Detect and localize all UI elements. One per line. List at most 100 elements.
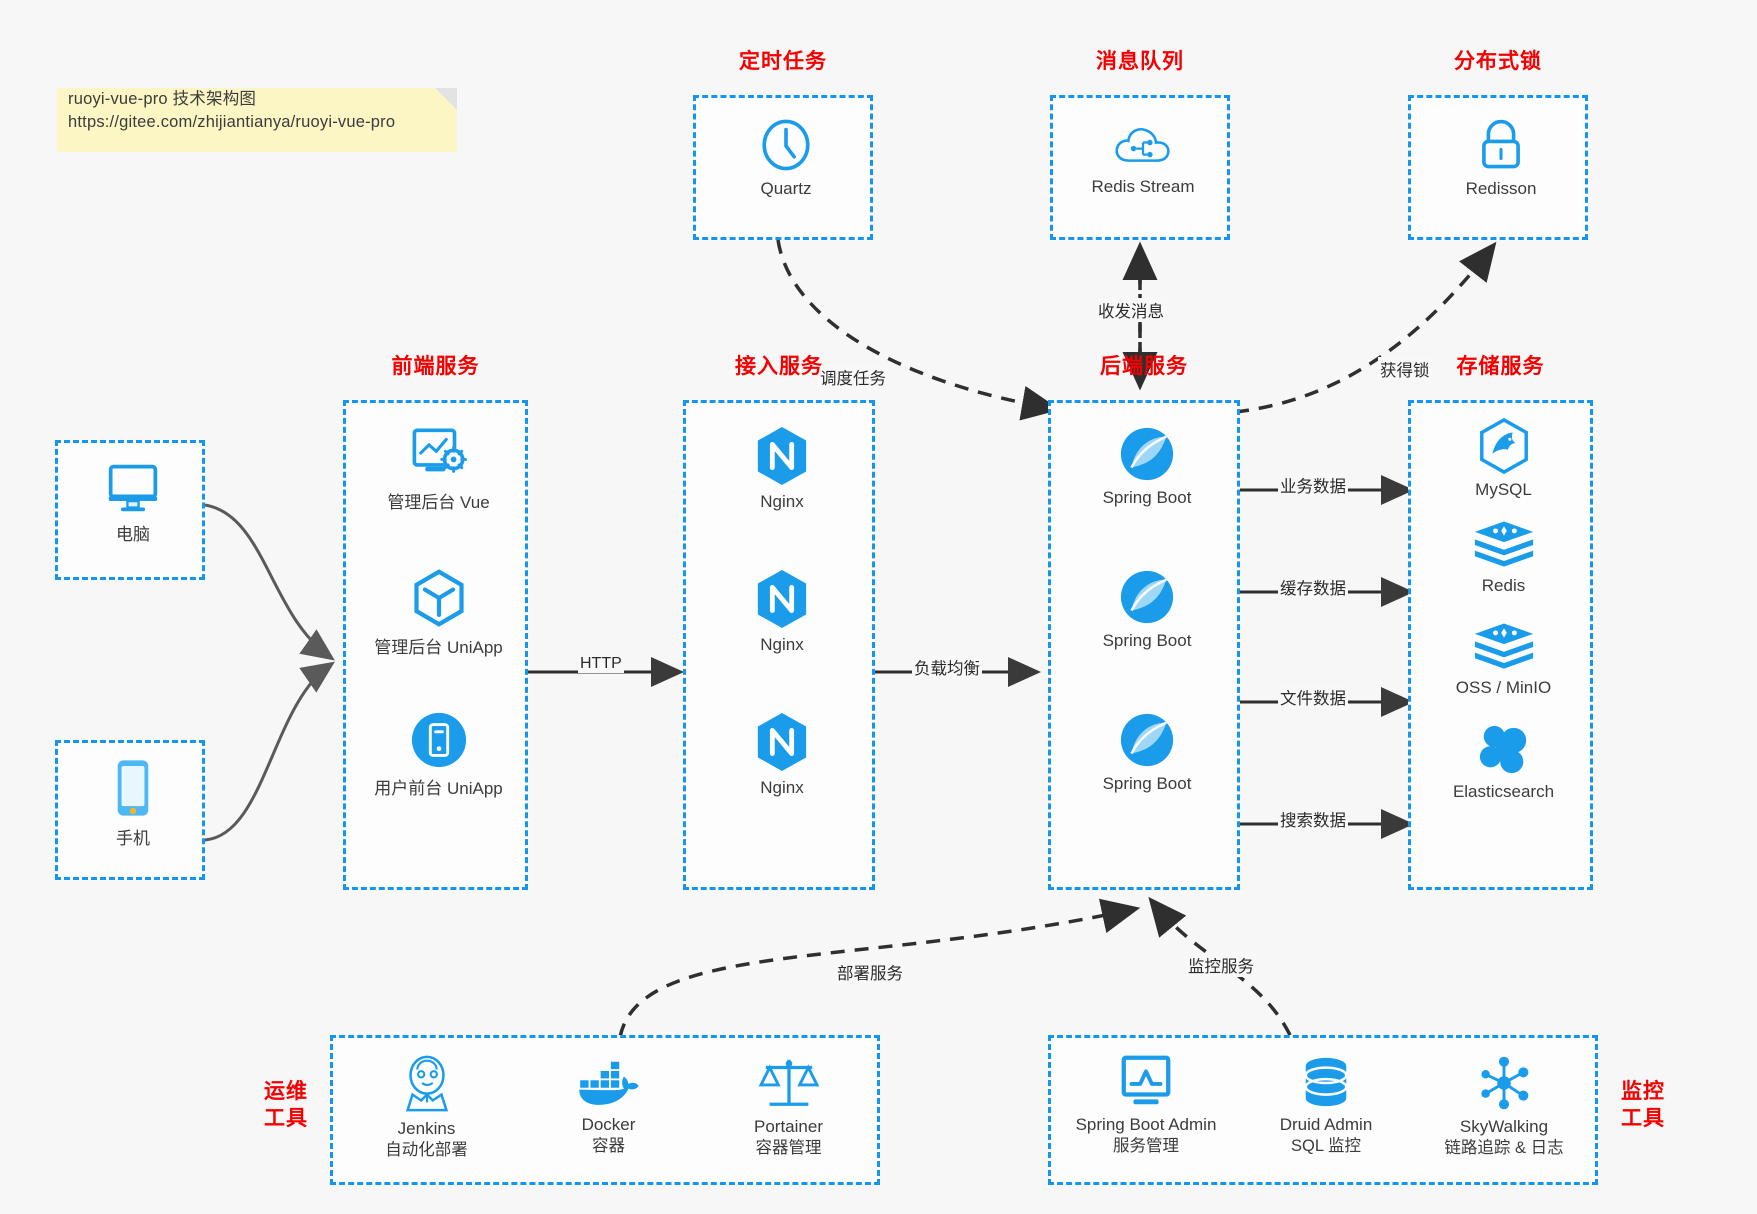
node-sublabel: SQL 监控 — [1291, 1137, 1361, 1155]
node-sublabel: 链路追踪 & 日志 — [1444, 1139, 1564, 1157]
group-header-gateway: 接入服务 — [735, 355, 823, 378]
node-spring-boot-2[interactable]: Spring Boot — [1051, 568, 1243, 651]
node-quartz[interactable]: Quartz — [696, 116, 876, 199]
node-nginx-3[interactable]: Nginx — [686, 711, 878, 798]
node-label: Docker — [581, 1115, 636, 1134]
desktop-icon — [108, 464, 158, 512]
node-redisson[interactable]: Redisson — [1411, 116, 1591, 199]
node-label: Redis — [1481, 576, 1526, 595]
group-header-devops: 运维 工具 — [255, 1078, 317, 1132]
diagram-note: ruoyi-vue-pro 技术架构图 https://gitee.com/zh… — [57, 88, 457, 152]
node-desktop[interactable]: 电脑 — [58, 461, 208, 545]
group-header-distributed-lock: 分布式锁 — [1454, 50, 1542, 73]
node-sublabel: 服务管理 — [1113, 1137, 1179, 1155]
group-header-message-queue: 消息队列 — [1096, 50, 1184, 73]
group-box-monitoring[interactable]: Spring Boot Admin 服务管理 Druid Admin SQL 监… — [1048, 1035, 1598, 1185]
group-box-backend[interactable]: Spring Boot Spring Boot Spring Boot — [1048, 400, 1240, 890]
scales-icon — [758, 1059, 819, 1106]
node-label: 手机 — [116, 829, 150, 848]
nginx-icon — [757, 570, 807, 628]
node-label: 管理后台 UniApp — [374, 638, 503, 657]
edge-label-search-data: 搜索数据 — [1278, 807, 1348, 831]
node-label: Spring Boot — [1102, 774, 1192, 793]
redis-icon — [1474, 521, 1533, 567]
group-box-client-mobile[interactable]: 手机 — [55, 740, 205, 880]
node-spring-boot-1[interactable]: Spring Boot — [1051, 425, 1243, 508]
mobile-icon — [117, 760, 149, 816]
node-user-uniapp[interactable]: 用户前台 UniApp — [346, 711, 531, 799]
group-box-message-queue[interactable]: Redis Stream — [1050, 95, 1230, 240]
node-skywalking[interactable]: SkyWalking 链路追踪 & 日志 — [1409, 1054, 1599, 1159]
group-box-scheduler[interactable]: Quartz — [693, 95, 873, 240]
group-header-monitoring-line2: 工具 — [1621, 1107, 1665, 1130]
node-portainer[interactable]: Portainer 容器管理 — [701, 1054, 876, 1159]
node-oss-minio[interactable]: OSS / MinIO — [1411, 621, 1596, 698]
node-nginx-1[interactable]: Nginx — [686, 425, 878, 512]
group-header-scheduler: 定时任务 — [739, 50, 827, 73]
edge-label-http: HTTP — [578, 655, 624, 673]
group-box-devops[interactable]: Jenkins 自动化部署 Docker 容器 — [330, 1035, 880, 1185]
node-label: 电脑 — [116, 525, 150, 544]
node-label: Nginx — [760, 492, 804, 511]
node-label: Elasticsearch — [1452, 782, 1555, 801]
group-header-frontend: 前端服务 — [391, 355, 480, 378]
node-label: Jenkins — [397, 1119, 456, 1138]
edge-label-acquire-lock: 获得锁 — [1378, 357, 1432, 381]
edge-label-schedule-task: 调度任务 — [818, 365, 888, 389]
node-label: Spring Boot Admin — [1075, 1115, 1217, 1134]
nginx-icon — [757, 713, 807, 771]
edge-label-business-data: 业务数据 — [1278, 473, 1348, 497]
group-header-devops-line2: 工具 — [264, 1107, 308, 1130]
database-icon — [1304, 1057, 1348, 1107]
node-label: Redisson — [1465, 179, 1537, 198]
elasticsearch-icon — [1479, 725, 1526, 774]
node-admin-vue[interactable]: 管理后台 Vue — [346, 425, 531, 513]
dashboard-icon — [412, 428, 467, 473]
node-docker[interactable]: Docker 容器 — [521, 1058, 696, 1157]
node-redis-stream[interactable]: Redis Stream — [1053, 120, 1233, 197]
note-title: ruoyi-vue-pro 技术架构图 — [68, 90, 257, 108]
oss-icon — [1474, 623, 1533, 669]
group-header-storage: 存储服务 — [1456, 355, 1545, 378]
node-label: Spring Boot — [1102, 631, 1192, 650]
node-label: MySQL — [1475, 480, 1532, 499]
edge-label-cache-data: 缓存数据 — [1278, 575, 1348, 599]
node-redis[interactable]: Redis — [1411, 519, 1596, 596]
group-box-frontend[interactable]: 管理后台 Vue 管理后台 UniApp 用户前台 UniApp — [343, 400, 528, 890]
node-mysql[interactable]: MySQL — [1411, 417, 1596, 500]
node-label: 用户前台 UniApp — [374, 779, 503, 798]
node-spring-boot-admin[interactable]: Spring Boot Admin 服务管理 — [1051, 1052, 1241, 1157]
group-box-gateway[interactable]: Nginx Nginx Nginx — [683, 400, 875, 890]
node-label: Quartz — [760, 179, 812, 198]
node-label: Redis Stream — [1091, 177, 1195, 196]
spring-icon — [1120, 570, 1174, 624]
node-nginx-2[interactable]: Nginx — [686, 568, 878, 655]
node-label: 管理后台 Vue — [387, 493, 490, 512]
node-elasticsearch[interactable]: Elasticsearch — [1411, 723, 1596, 802]
group-box-distributed-lock[interactable]: Redisson — [1408, 95, 1588, 240]
group-box-storage[interactable]: MySQL Redis OSS / MinIO — [1408, 400, 1593, 890]
node-mobile[interactable]: 手机 — [58, 757, 208, 849]
node-jenkins[interactable]: Jenkins 自动化部署 — [339, 1052, 514, 1161]
node-label: Nginx — [760, 635, 804, 654]
lock-icon — [1482, 119, 1520, 169]
mysql-icon — [1479, 417, 1528, 475]
node-druid-admin[interactable]: Druid Admin SQL 监控 — [1241, 1056, 1411, 1157]
edge-label-load-balance: 负载均衡 — [912, 655, 982, 679]
node-sublabel: 容器 — [592, 1137, 625, 1155]
jenkins-icon — [405, 1055, 448, 1112]
note-url: https://gitee.com/zhijiantianya/ruoyi-vu… — [68, 113, 396, 131]
node-spring-boot-3[interactable]: Spring Boot — [1051, 711, 1243, 794]
clock-icon — [762, 119, 810, 171]
edge-label-deploy-service: 部署服务 — [835, 960, 905, 984]
nginx-icon — [757, 427, 807, 485]
spring-icon — [1120, 427, 1174, 481]
skywalking-icon — [1481, 1056, 1529, 1110]
monitor-chart-icon — [1121, 1055, 1171, 1105]
node-label: Druid Admin — [1279, 1115, 1373, 1134]
group-box-client-desktop[interactable]: 电脑 — [55, 440, 205, 580]
node-admin-uniapp[interactable]: 管理后台 UniApp — [346, 568, 531, 658]
node-label: Portainer — [754, 1117, 823, 1136]
group-header-monitoring-line1: 监控 — [1621, 1080, 1665, 1103]
